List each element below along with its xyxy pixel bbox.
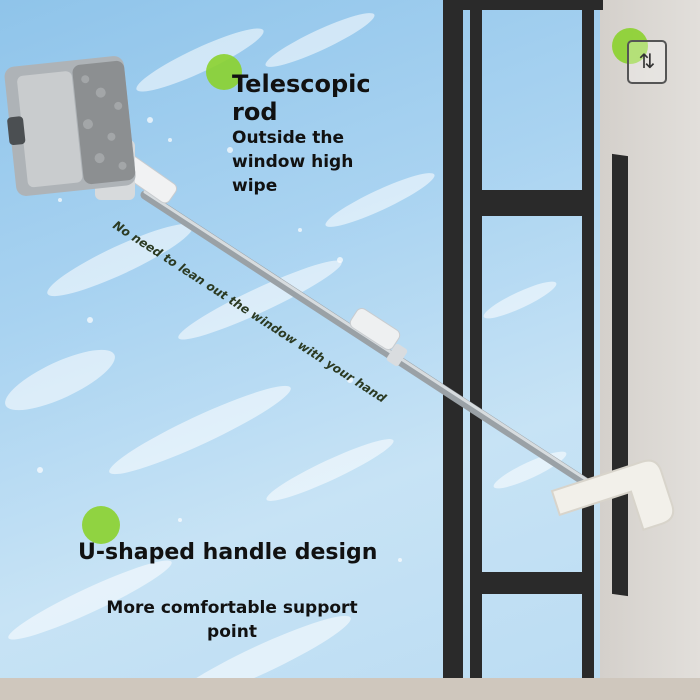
accent-dot	[612, 28, 648, 64]
subtext-outside-window: Outside the window high wipe	[232, 128, 354, 196]
window-frame-vertical-mid	[470, 0, 482, 700]
window-frame-horizontal-bottom	[470, 572, 594, 594]
swap-vertical-icon: ⇅	[627, 40, 667, 84]
floor	[0, 678, 700, 700]
headline-u-handle: U-shaped handle design	[78, 540, 378, 565]
headline-telescopic-rod: Telescopic rod	[232, 70, 371, 126]
accent-dot	[82, 506, 120, 544]
window-frame-vertical-left	[443, 0, 463, 700]
accent-dot	[206, 54, 242, 90]
window-frame-vertical-right	[582, 0, 594, 700]
window-frame-horizontal-top	[470, 190, 594, 216]
window-frame-top-beam	[443, 0, 603, 10]
subtext-support-point: More comfortable support point	[106, 598, 358, 642]
